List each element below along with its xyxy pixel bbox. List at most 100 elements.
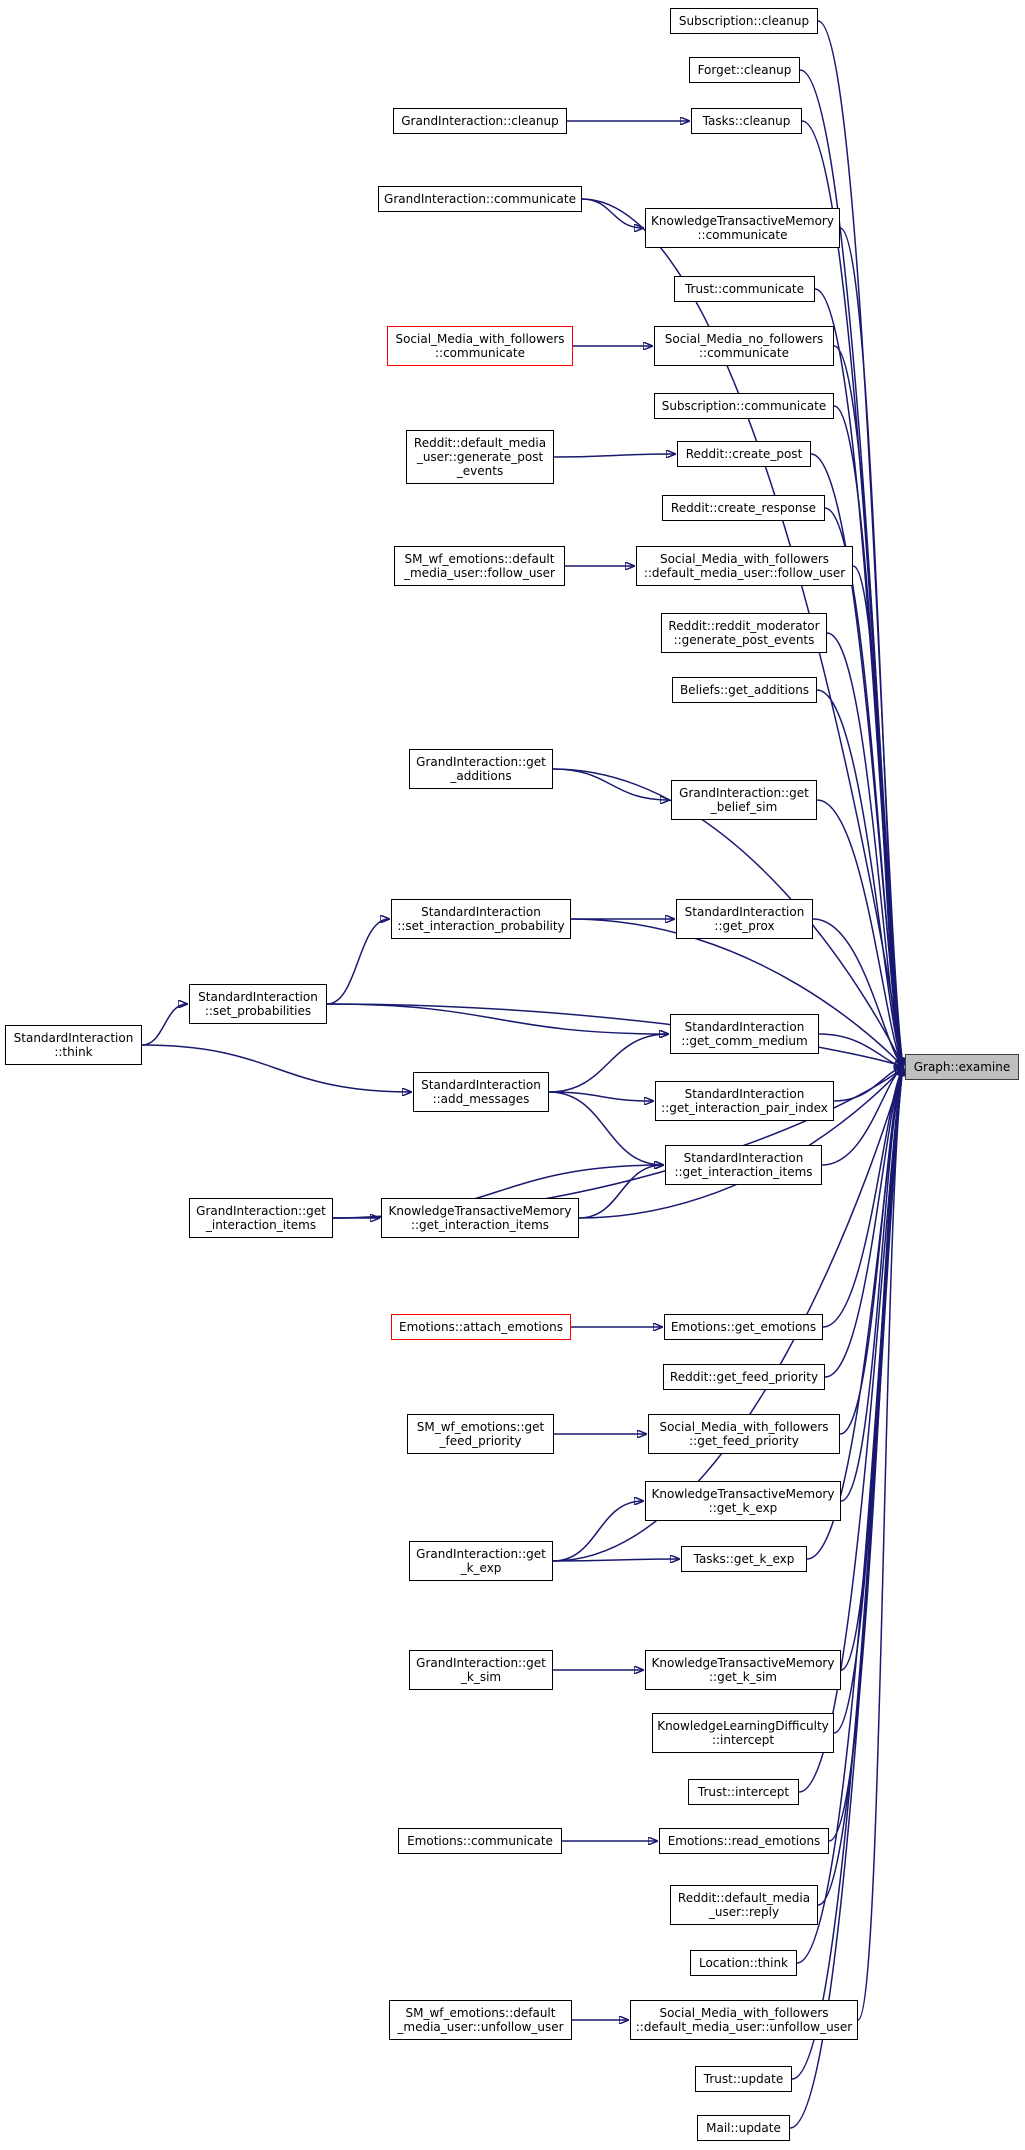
node-label-line: Trust::update xyxy=(703,2072,784,2086)
node-label-line: Tasks::cleanup xyxy=(702,114,791,128)
node-label-line: Social_Media_no_followers xyxy=(664,332,824,346)
graph-node[interactable]: Emotions::get_emotions xyxy=(664,1314,823,1340)
call-edge xyxy=(839,1067,903,1435)
graph-node[interactable]: Emotions::read_emotions xyxy=(659,1828,829,1854)
node-label-line: SM_wf_emotions::default xyxy=(405,2006,556,2020)
node-label-line: Trust::intercept xyxy=(697,1785,790,1799)
graph-node[interactable]: Mail::update xyxy=(697,2115,790,2141)
graph-node[interactable]: Emotions::attach_emotions xyxy=(391,1314,571,1340)
node-label-line: _belief_sim xyxy=(710,800,778,814)
node-label-line: Reddit::get_feed_priority xyxy=(669,1370,819,1384)
node-label-line: Subscription::communicate xyxy=(661,399,827,413)
call-edge xyxy=(826,632,903,1067)
graph-node[interactable]: StandardInteraction::set_probabilities xyxy=(189,984,327,1024)
call-edge xyxy=(857,1067,903,2021)
graph-node[interactable]: GrandInteraction::get_k_sim xyxy=(409,1650,553,1690)
graph-node[interactable]: GrandInteraction::get_interaction_items xyxy=(189,1198,333,1238)
node-label-line: SM_wf_emotions::get xyxy=(416,1420,545,1434)
node-label-line: GrandInteraction::cleanup xyxy=(401,114,559,128)
graph-node[interactable]: Tasks::get_k_exp xyxy=(681,1546,807,1572)
call-edge xyxy=(822,1067,903,1328)
call-edge xyxy=(833,1067,903,1102)
graph-node[interactable]: Reddit::reddit_moderator::generate_post_… xyxy=(661,613,827,653)
graph-node[interactable]: KnowledgeTransactiveMemory::communicate xyxy=(645,208,840,248)
graph-node[interactable]: StandardInteraction::set_interaction_pro… xyxy=(391,899,571,939)
graph-node[interactable]: SM_wf_emotions::default_media_user::unfo… xyxy=(389,2000,572,2040)
node-label-line: StandardInteraction xyxy=(684,1020,805,1034)
graph-node[interactable]: KnowledgeLearningDifficulty::intercept xyxy=(652,1713,834,1753)
graph-node[interactable]: Reddit::default_media_user::generate_pos… xyxy=(406,430,554,484)
graph-node[interactable]: KnowledgeTransactiveMemory::get_interact… xyxy=(381,1198,579,1238)
graph-node[interactable]: KnowledgeTransactiveMemory::get_k_exp xyxy=(645,1481,841,1521)
node-label-line: Reddit::default_media xyxy=(413,436,547,450)
graph-node[interactable]: Subscription::communicate xyxy=(654,393,834,419)
graph-node[interactable]: GrandInteraction::cleanup xyxy=(393,108,567,134)
node-label-line: ::get_comm_medium xyxy=(681,1034,808,1048)
call-edge xyxy=(141,1004,187,1046)
node-label-line: ::get_prox xyxy=(714,919,775,933)
node-label-line: GrandInteraction::get xyxy=(679,786,809,800)
graph-node[interactable]: Reddit::create_post xyxy=(677,441,811,467)
graph-node[interactable]: GrandInteraction::get_belief_sim xyxy=(671,780,817,820)
node-label-line: Graph::examine xyxy=(913,1060,1011,1074)
node-label-line: Emotions::read_emotions xyxy=(667,1834,821,1848)
node-label-line: ::communicate xyxy=(435,346,525,360)
graph-node[interactable]: Emotions::communicate xyxy=(398,1828,562,1854)
node-label-line: StandardInteraction xyxy=(684,905,805,919)
graph-node[interactable]: Subscription::cleanup xyxy=(670,8,818,34)
graph-node[interactable]: Trust::intercept xyxy=(688,1779,799,1805)
node-label-line: _media_user::unfollow_user xyxy=(397,2020,564,2034)
graph-node[interactable]: GrandInteraction::get_additions xyxy=(409,749,553,789)
graph-node[interactable]: Beliefs::get_additions xyxy=(672,677,817,703)
call-edge xyxy=(326,1003,668,1034)
call-edge xyxy=(806,1067,903,1560)
node-label-line: ::communicate xyxy=(699,346,789,360)
graph-node[interactable]: GrandInteraction::communicate xyxy=(378,186,582,212)
graph-node[interactable]: StandardInteraction::add_messages xyxy=(413,1072,549,1112)
graph-node[interactable]: Social_Media_with_followers::default_med… xyxy=(636,546,853,586)
node-label-line: Tasks::get_k_exp xyxy=(693,1552,795,1566)
graph-node[interactable]: Reddit::default_media_user::reply xyxy=(670,1885,818,1925)
graph-node[interactable]: Trust::communicate xyxy=(674,276,815,302)
node-label-line: GrandInteraction::get xyxy=(196,1204,326,1218)
graph-node[interactable]: StandardInteraction::think xyxy=(5,1025,142,1065)
graph-node[interactable]: Reddit::get_feed_priority xyxy=(663,1364,825,1390)
node-label-line: SM_wf_emotions::default xyxy=(404,552,555,566)
graph-node[interactable]: KnowledgeTransactiveMemory::get_k_sim xyxy=(645,1650,841,1690)
graph-node[interactable]: Social_Media_with_followers::get_feed_pr… xyxy=(648,1414,840,1454)
graph-node[interactable]: Tasks::cleanup xyxy=(691,108,802,134)
graph-node[interactable]: StandardInteraction::get_comm_medium xyxy=(670,1014,819,1054)
graph-node[interactable]: StandardInteraction::get_prox xyxy=(676,899,813,939)
call-edge xyxy=(839,227,903,1067)
node-label-line: _feed_priority xyxy=(439,1434,522,1448)
node-label-line: Subscription::cleanup xyxy=(678,14,810,28)
node-label-line: ::think xyxy=(54,1045,93,1059)
call-edge xyxy=(553,454,675,457)
graph-node[interactable]: Trust::update xyxy=(695,2066,792,2092)
node-label-line: Emotions::communicate xyxy=(407,1834,553,1848)
graph-node[interactable]: Social_Media_with_followers::default_med… xyxy=(630,2000,858,2040)
graph-node[interactable]: GrandInteraction::get_k_exp xyxy=(409,1541,553,1581)
node-label-line: _interaction_items xyxy=(205,1218,317,1232)
graph-node[interactable]: Forget::cleanup xyxy=(689,57,800,83)
node-label-line: ::get_interaction_items xyxy=(410,1218,550,1232)
call-edge xyxy=(141,1044,411,1092)
graph-node[interactable]: SM_wf_emotions::get_feed_priority xyxy=(407,1414,554,1454)
node-label-line: StandardInteraction xyxy=(421,1078,541,1092)
node-label-line: Location::think xyxy=(698,1956,789,1970)
node-label-line: KnowledgeTransactiveMemory xyxy=(388,1204,572,1218)
node-label-line: Reddit::create_post xyxy=(685,447,803,461)
graph-node[interactable]: Reddit::create_response xyxy=(662,495,825,521)
graph-node[interactable]: Social_Media_with_followers::communicate xyxy=(387,326,573,366)
graph-node[interactable]: StandardInteraction::get_interaction_pai… xyxy=(655,1081,834,1121)
graph-node[interactable]: Social_Media_no_followers::communicate xyxy=(654,326,834,366)
graph-node[interactable]: StandardInteraction::get_interaction_ite… xyxy=(665,1145,822,1185)
call-edge xyxy=(548,1034,668,1093)
graph-node[interactable]: SM_wf_emotions::default_media_user::foll… xyxy=(394,546,565,586)
node-label-line: _user::generate_post xyxy=(416,450,544,464)
node-label-line: ::get_k_exp xyxy=(708,1501,778,1515)
node-label-line: ::default_media_user::follow_user xyxy=(643,566,846,580)
node-label-line: ::intercept xyxy=(711,1733,775,1747)
node-label-line: ::get_interaction_items xyxy=(674,1165,813,1179)
graph-node[interactable]: Location::think xyxy=(690,1950,797,1976)
